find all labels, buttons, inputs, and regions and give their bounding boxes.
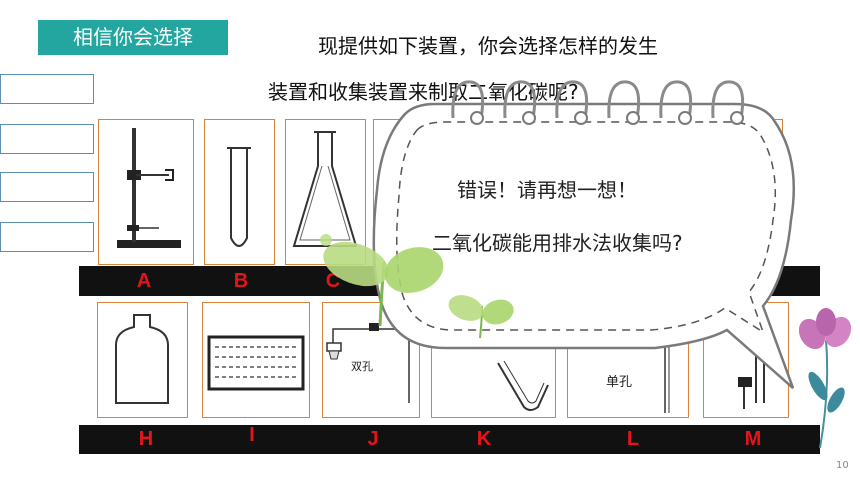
label-l: L <box>626 428 640 450</box>
label-k: K <box>476 428 492 450</box>
section-badge: 相信你会选择 <box>38 20 228 55</box>
water-trough-icon <box>207 335 305 391</box>
double-hole-stopper-icon <box>326 323 410 403</box>
label-bar-bottom <box>79 425 820 454</box>
answer-box-2[interactable] <box>0 124 94 154</box>
gas-jar-icon <box>115 314 169 404</box>
double-hole-label: 双孔 <box>351 360 373 373</box>
iron-stand-icon <box>117 128 181 248</box>
label-b: B <box>233 270 249 292</box>
spiral-rings <box>451 80 745 119</box>
answer-box-3[interactable] <box>0 172 94 202</box>
label-m: M <box>744 428 762 450</box>
answer-box-1[interactable] <box>0 74 94 104</box>
apparatus-i-water-trough[interactable] <box>202 302 310 418</box>
label-i: I <box>249 424 255 446</box>
label-a: A <box>136 270 152 292</box>
bent-tube-icon <box>497 360 549 411</box>
flower-decoration <box>798 308 852 449</box>
apparatus-b-test-tube[interactable] <box>204 119 275 265</box>
feedback-title: 错误！请再想一想！ <box>457 178 637 202</box>
sprout-decoration-1 <box>320 234 444 327</box>
label-h: H <box>138 428 154 450</box>
page-number: 10 <box>836 460 849 471</box>
feedback-question: 二氧化碳能用排水法收集吗? <box>432 231 683 255</box>
label-j: J <box>367 428 379 450</box>
question-line-1: 现提供如下装置，你会选择怎样的发生 <box>318 34 658 58</box>
test-tube-icon <box>227 147 251 247</box>
sprout-decoration-2 <box>448 295 514 339</box>
single-hole-stopper-icon <box>664 343 670 413</box>
apparatus-h-gas-jar[interactable] <box>97 302 188 418</box>
single-hole-label: 单孔 <box>606 375 633 390</box>
apparatus-a-iron-stand[interactable] <box>98 119 194 265</box>
apparatus-j-double-hole-stopper[interactable]: 双孔 <box>322 302 420 418</box>
answer-box-4[interactable] <box>0 222 94 252</box>
